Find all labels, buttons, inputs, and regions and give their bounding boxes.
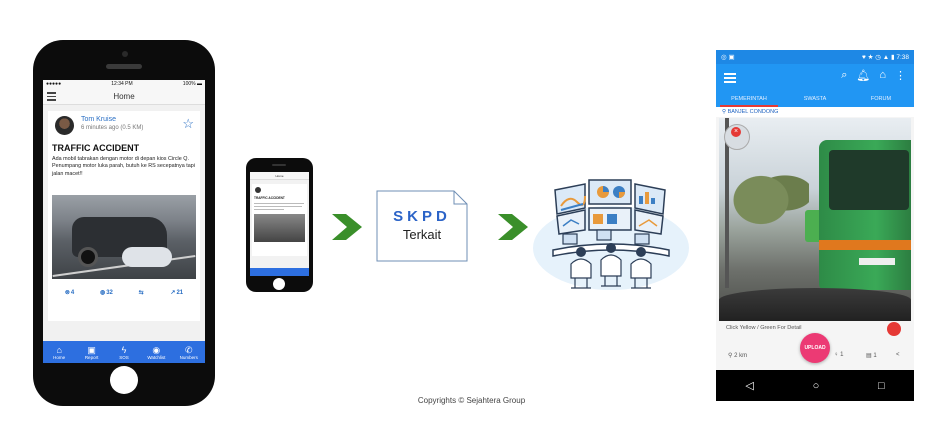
wheel-shape: [78, 247, 98, 267]
action-share[interactable]: ↗21: [170, 289, 184, 297]
copyright-text: Copyrights © Sejahtera Group: [417, 396, 526, 405]
hamburger-menu-icon[interactable]: [47, 92, 56, 103]
lightning-icon: ϟ: [121, 344, 127, 355]
speaker-slot: [272, 164, 286, 166]
status-bar: ●●●●● 12:34 PM 100% ▬: [43, 80, 205, 88]
camera-dot: [122, 51, 128, 57]
control-room-illustration: [533, 179, 689, 290]
document-icon: [376, 190, 468, 262]
status-time: 12:34 PM: [111, 81, 133, 87]
star-icon[interactable]: ☆: [182, 116, 194, 131]
hamburger-menu-icon[interactable]: [724, 73, 736, 85]
android-nav-bar: ◁ ○ □: [716, 370, 914, 401]
location-label: ⚲ BANJEL CONDONG: [716, 107, 914, 117]
action-comment[interactable]: ◍32: [99, 289, 113, 297]
post-body: Ada mobil tabrakan dengan motor di depan…: [52, 156, 195, 177]
category-tabs: PEMERINTAH SWASTA FORUM: [716, 90, 914, 107]
post-photo[interactable]: [52, 195, 196, 279]
phone-screen: ●●●●● 12:34 PM 100% ▬ Home Tom Kruise 6 …: [43, 80, 205, 363]
motorcycle-shape: [122, 247, 172, 267]
small-post-title: TRAFFIC ACCIDENT: [254, 196, 285, 200]
home-circle-icon[interactable]: ○: [812, 379, 820, 392]
small-header: Home: [250, 172, 309, 180]
page-title: Home: [113, 91, 135, 101]
tab-watchlist[interactable]: ◉Watchlist: [147, 344, 166, 360]
tab-pemerintah[interactable]: PEMERINTAH: [716, 90, 782, 107]
home-icon: ⌂: [56, 344, 62, 355]
post-card[interactable]: Tom Kruise 6 minutes ago (0.5 KM) ☆ TRAF…: [48, 111, 200, 321]
avatar: [255, 187, 261, 193]
skpd-document: SKPD Terkait: [376, 190, 468, 262]
basket-icon[interactable]: ⌂: [879, 69, 886, 81]
action-dislike[interactable]: ⊗4: [64, 289, 75, 297]
phone-mockup-small: Home TRAFFIC ACCIDENT: [246, 158, 313, 292]
report-photo[interactable]: [719, 118, 911, 321]
close-icon: ×: [731, 127, 741, 137]
app-bar-actions: ⌕ 🔔︎ ⌂ ⋮: [841, 69, 906, 82]
skpd-label: SKPD: [393, 208, 451, 225]
post-meta: 6 minutes ago (0.5 KM): [81, 125, 144, 131]
back-icon[interactable]: ◁: [745, 380, 754, 392]
more-vertical-icon[interactable]: ⋮: [895, 70, 906, 82]
bus-shape: [819, 140, 911, 290]
tab-swasta[interactable]: SWASTA: [803, 95, 827, 102]
skpd-sublabel: Terkait: [402, 227, 442, 242]
post-username[interactable]: Tom Kruise: [81, 116, 117, 123]
location-name: BANJEL CONDONG: [727, 109, 779, 115]
eye-icon: ◉: [152, 344, 161, 355]
home-button: [273, 278, 285, 290]
tab-report[interactable]: ▣Report: [84, 344, 99, 360]
tab-numbers[interactable]: ✆Numbers: [179, 344, 198, 360]
tab-forum[interactable]: FORUM: [870, 95, 892, 102]
tab-home[interactable]: ⌂Home: [53, 344, 66, 360]
forward-icon: ⇆: [138, 290, 144, 296]
comment-icon: ◍: [99, 290, 106, 296]
notification-icons: ◎ ▣: [721, 54, 735, 61]
nav-bar: Home: [43, 88, 205, 105]
signal-indicator: ●●●●●: [46, 81, 62, 87]
android-status-bar: ◎ ▣ ♥ ★ ◷ ▲ ▮ 7:38: [716, 50, 914, 64]
detail-hint: Click Yellow / Green For Detail: [726, 325, 802, 331]
speaker-slot: [106, 64, 142, 69]
dashboard-shape: [719, 288, 911, 321]
camera-icon: ▣: [87, 344, 96, 355]
small-tab-bar: [250, 268, 309, 276]
battery-indicator: 100% ▬: [182, 81, 202, 87]
search-icon[interactable]: ⌕: [841, 69, 848, 81]
vote-count[interactable]: ♀ 1: [834, 352, 844, 358]
small-post-card: TRAFFIC ACCIDENT: [252, 184, 307, 256]
notification-bell-icon[interactable]: 🔔︎: [856, 70, 871, 82]
home-button[interactable]: [110, 366, 138, 394]
upload-button[interactable]: UPLOAD: [800, 333, 830, 363]
share-icon: ↗: [170, 290, 176, 296]
distance-label: ⚲ 2 km: [728, 353, 748, 359]
action-forward[interactable]: ⇆: [139, 289, 145, 296]
app-bar: ⌕ 🔔︎ ⌂ ⋮: [716, 64, 914, 90]
recents-icon[interactable]: □: [877, 379, 885, 392]
chevron-right-icon: [498, 214, 528, 240]
post-actions: ⊗4 ◍32 ⇆ ↗21: [52, 289, 196, 297]
report-status-badge[interactable]: ×: [724, 124, 750, 150]
phone-screen-small: Home TRAFFIC ACCIDENT: [250, 172, 309, 276]
avatar[interactable]: [55, 116, 74, 135]
chevron-right-icon: [332, 214, 362, 240]
status-dot[interactable]: [887, 322, 901, 336]
dislike-icon: ⊗: [64, 290, 70, 296]
android-screenshot: ◎ ▣ ♥ ★ ◷ ▲ ▮ 7:38 ⌕ 🔔︎ ⌂ ⋮ PEMERINTAH S…: [716, 50, 914, 401]
post-title: TRAFFIC ACCIDENT: [52, 143, 140, 153]
share-icon[interactable]: <: [896, 352, 900, 358]
phone-mockup-large: ●●●●● 12:34 PM 100% ▬ Home Tom Kruise 6 …: [33, 40, 215, 406]
report-footer: ⚲ 2 km ♀ 1 ▤ 1 <: [716, 346, 914, 366]
phone-icon: ✆: [184, 344, 193, 355]
small-post-photo: [254, 214, 305, 242]
comment-count[interactable]: ▤ 1: [866, 353, 877, 359]
system-indicators: ♥ ★ ◷ ▲ ▮ 7:38: [861, 54, 909, 61]
